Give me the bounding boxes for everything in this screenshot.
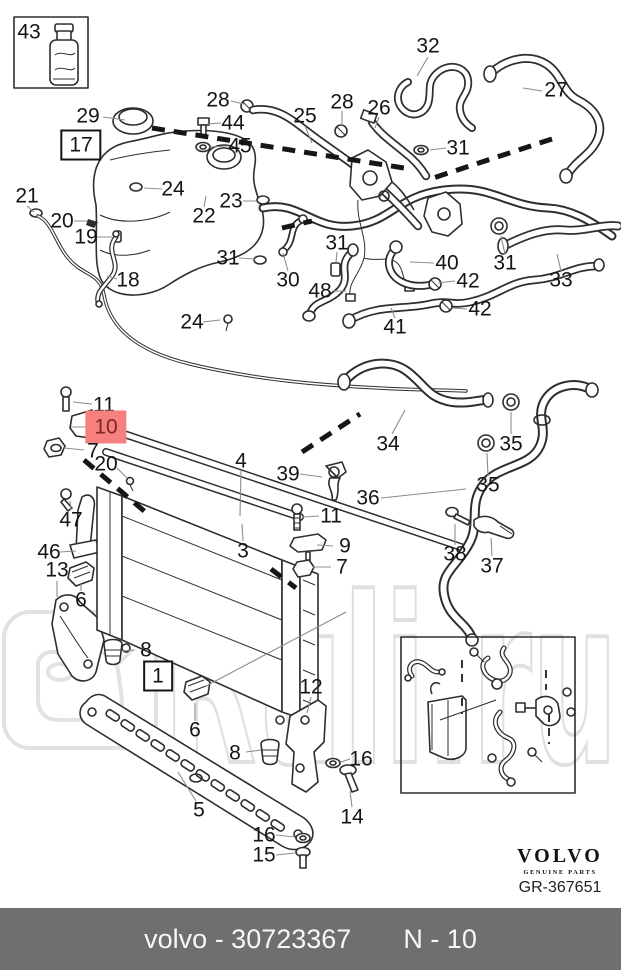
callout-9[interactable]: 9: [339, 534, 351, 558]
callout-6[interactable]: 6: [75, 588, 87, 612]
callout-47[interactable]: 47: [59, 508, 83, 532]
callout-20[interactable]: 20: [94, 452, 118, 476]
callout-44[interactable]: 44: [221, 111, 245, 135]
callout-23[interactable]: 23: [219, 189, 243, 213]
volvo-brand-text: VOLVO: [517, 845, 603, 867]
callout-18[interactable]: 18: [116, 268, 140, 292]
thermostat-cluster: [345, 149, 463, 302]
lower-hardware: [103, 638, 359, 869]
callout-42[interactable]: 42: [456, 269, 480, 293]
callout-45[interactable]: 45: [228, 134, 252, 158]
seal-strips: [102, 428, 468, 552]
callout-5[interactable]: 5: [193, 798, 205, 822]
callout-35[interactable]: 35: [499, 432, 523, 456]
callout-36[interactable]: 36: [356, 486, 380, 510]
callout-8[interactable]: 8: [140, 638, 152, 662]
callout-31[interactable]: 31: [216, 246, 240, 270]
hoses-top: [36, 53, 621, 393]
callout-42[interactable]: 42: [468, 297, 492, 321]
footer-bar: volvo - 30723367 N - 10: [0, 908, 621, 970]
callout-27[interactable]: 27: [544, 78, 568, 102]
radiator: [96, 486, 319, 727]
callout-7[interactable]: 7: [87, 439, 99, 463]
callout-13[interactable]: 13: [45, 558, 69, 582]
callout-31[interactable]: 31: [446, 136, 470, 160]
callout-34[interactable]: 34: [376, 432, 400, 456]
callout-37[interactable]: 37: [480, 554, 504, 578]
callout-15[interactable]: 15: [252, 843, 276, 867]
inset-diagram: [400, 636, 576, 794]
callout-30[interactable]: 30: [276, 268, 300, 292]
callout-19[interactable]: 19: [74, 225, 98, 249]
callout-3[interactable]: 3: [237, 539, 249, 563]
callout-43[interactable]: 43: [17, 20, 41, 44]
footer-part-number: volvo - 30723367: [144, 923, 352, 954]
callout-12[interactable]: 12: [299, 675, 323, 699]
callout-21[interactable]: 21: [15, 184, 39, 208]
callout-39[interactable]: 39: [276, 462, 300, 486]
callout-48[interactable]: 48: [308, 279, 332, 303]
callout-1[interactable]: 1: [143, 660, 173, 692]
callout-24[interactable]: 24: [161, 177, 185, 201]
footer-page-ref: N - 10: [403, 923, 477, 954]
expansion-tank: [29, 107, 270, 296]
callout-10[interactable]: 10: [85, 410, 127, 444]
callout-33[interactable]: 33: [549, 268, 573, 292]
callout-40[interactable]: 40: [435, 251, 459, 275]
callout-22[interactable]: 22: [192, 204, 216, 228]
callout-16[interactable]: 16: [252, 823, 276, 847]
callout-7[interactable]: 7: [336, 555, 348, 579]
volvo-tagline-text: GENUINE PARTS: [523, 869, 597, 876]
callout-35[interactable]: 35: [476, 473, 500, 497]
hoses-center: [223, 214, 605, 332]
callout-26[interactable]: 26: [367, 96, 391, 120]
callout-14[interactable]: 14: [340, 805, 364, 829]
drawing-number: GR-367651: [518, 879, 602, 896]
callout-6[interactable]: 6: [189, 718, 201, 742]
callout-41[interactable]: 41: [383, 315, 407, 339]
callout-28[interactable]: 28: [330, 90, 354, 114]
volvo-logo: VOLVO GENUINE PARTS GR-367651: [505, 845, 615, 897]
callout-32[interactable]: 32: [416, 34, 440, 58]
lower-crossmember: [79, 693, 314, 851]
callout-24[interactable]: 24: [180, 310, 204, 334]
callout-11[interactable]: 11: [320, 504, 342, 528]
coolant-bottle-box: [13, 16, 89, 89]
callout-38[interactable]: 38: [443, 542, 467, 566]
callout-11[interactable]: 11: [93, 393, 115, 417]
callout-46[interactable]: 46: [37, 540, 61, 564]
callout-31[interactable]: 31: [493, 251, 517, 275]
callout-31[interactable]: 31: [325, 231, 349, 255]
small-fasteners-top: [195, 99, 429, 156]
callout-17[interactable]: 17: [60, 129, 102, 161]
callout-leader-lines: [26, 56, 562, 856]
callout-25[interactable]: 25: [293, 104, 317, 128]
callout-28[interactable]: 28: [206, 88, 230, 112]
hoses-lower: [289, 358, 599, 647]
callout-16[interactable]: 16: [349, 747, 373, 771]
callout-8[interactable]: 8: [229, 741, 241, 765]
callout-4[interactable]: 4: [235, 449, 247, 473]
callout-29[interactable]: 29: [76, 104, 100, 128]
callout-20[interactable]: 20: [50, 209, 74, 233]
dashed-alignment-lines: [82, 125, 553, 590]
